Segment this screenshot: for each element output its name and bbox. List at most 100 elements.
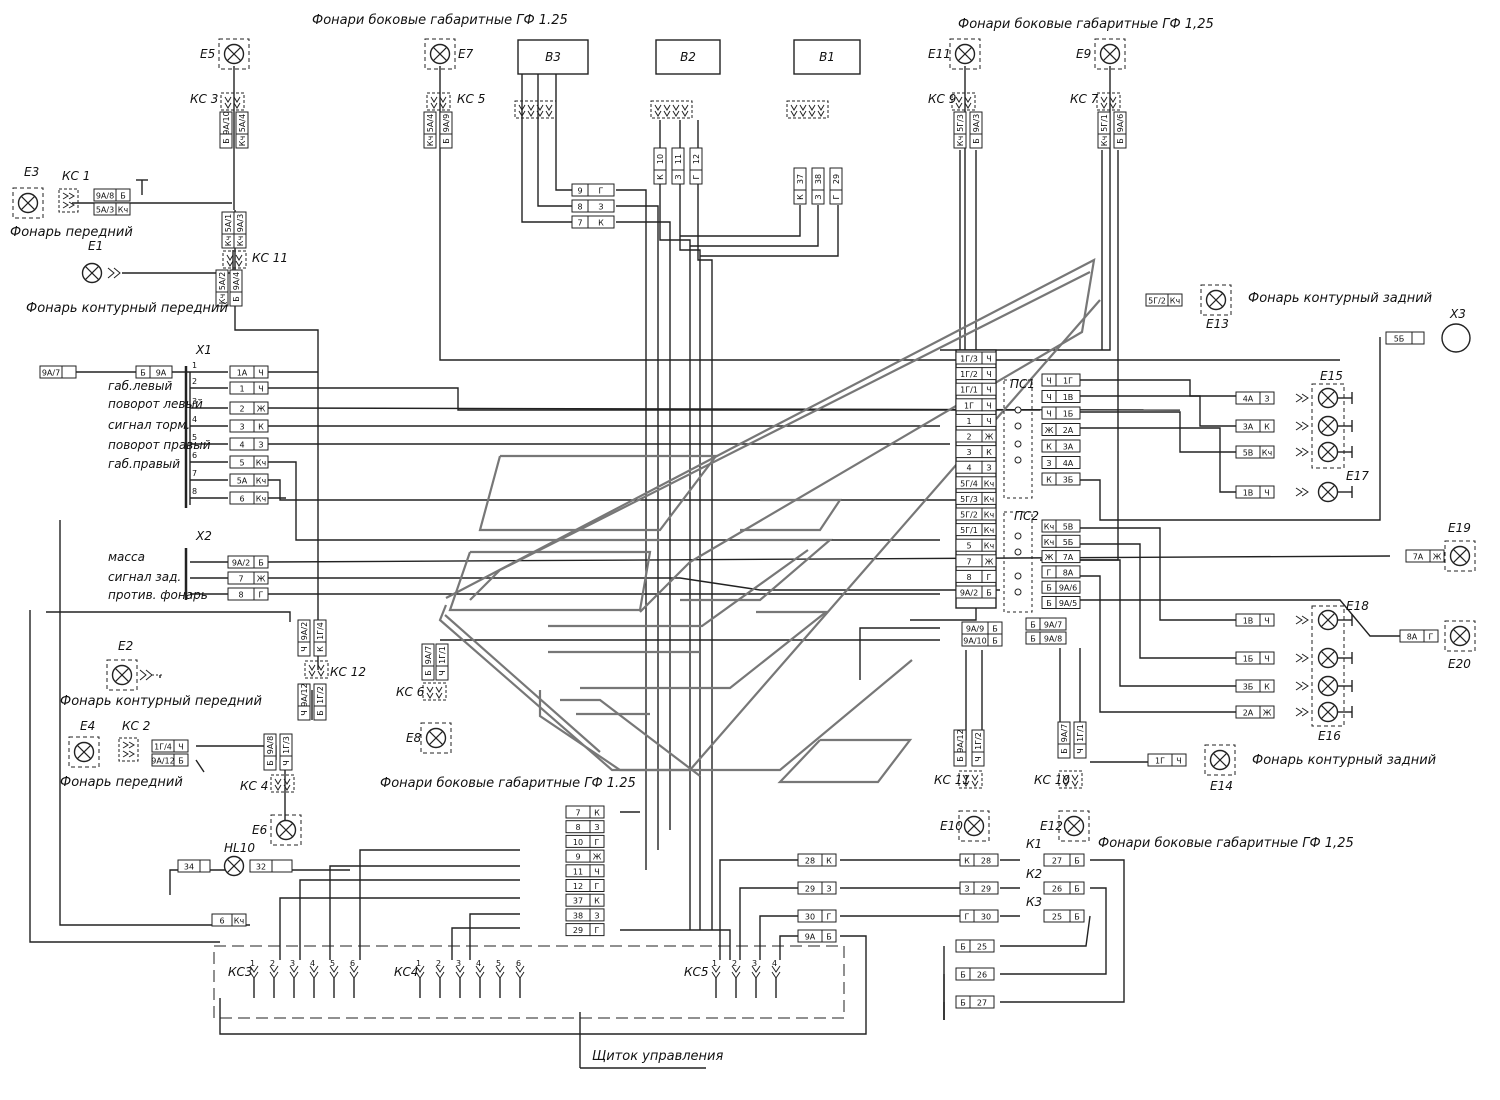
lamp-cross [1320,418,1336,434]
wire-number: 1Г/2 [974,732,983,750]
wire-tag-vertical: 5А/4Кч [423,111,437,149]
wire-color-box [969,939,995,953]
wire-color: Кч [1170,297,1180,306]
wire-tag-vertical: 9А/2Ч [297,619,311,657]
wire-color: К [1264,423,1270,432]
wire-number: 2А [1243,709,1254,718]
wire [616,221,671,830]
wire-number: 7А [1413,553,1424,562]
wire-color-box [253,401,269,415]
wire-color-box [1259,419,1275,433]
truck-outline-segment [444,614,601,753]
wire-color-box [1259,651,1275,665]
lamp-icon [1444,620,1476,652]
wire-number: Ч [1046,393,1051,402]
wire-color-box [297,641,311,657]
plug-pin [518,110,526,117]
wire [620,929,731,960]
panel-pin-number: 2 [270,959,275,968]
wire-color-box [1171,753,1187,767]
panel-pin-number: 3 [456,959,461,968]
wire-number: Б [960,999,966,1008]
wire [1000,915,1091,947]
panel-pin [289,971,299,979]
wire [268,577,1000,591]
ground-symbol [195,759,205,773]
wire-number: 6 [239,495,244,504]
wire-tag-vertical: 9А/12Б [953,729,967,767]
relay-contact [1014,572,1022,580]
plug-pin [1109,96,1117,103]
wire-color-box [115,202,131,216]
wire-number: Б [1030,635,1036,644]
wire-number: 7 [577,219,582,228]
plug-pin [283,778,291,785]
wire-color: Б [222,138,231,144]
truck-outline-segment [438,299,1101,772]
lamp-label: E15 [1320,369,1343,383]
wire-color-box [1055,550,1081,564]
lamp-cross [957,46,973,62]
wire-number: Б [1030,621,1036,630]
wire-color-box [1055,456,1081,469]
plug-pin [1295,487,1303,497]
wire-number: 26 [1052,885,1062,894]
wire-color-box [1113,133,1127,149]
relay-contact [1014,422,1022,430]
wire-color-box [229,291,243,307]
wire-color-box [589,849,605,863]
plug-pin [1301,615,1309,625]
panel-pin-number: 2 [732,959,737,968]
wire-color: 8А [1063,568,1074,577]
wire-color-box [829,189,843,205]
wire-number: 1В [1243,489,1254,498]
wire-color: 9А/6 [1059,584,1077,593]
lamp-label: E10 [940,819,963,833]
wire-number: 9А/4 [232,272,241,290]
wire-color: Кч [426,136,435,146]
wire-color: К [258,423,264,432]
wire [469,913,520,960]
plug-pin [1071,780,1079,787]
lamp-cross [1208,292,1224,308]
plug-pin [62,192,69,200]
wire-number: 9А/3 [972,114,981,132]
panel-pin [771,965,781,973]
lamp-housing [1204,744,1236,776]
wire-number: 6 [219,917,224,926]
wire-color-box [253,587,269,601]
wire-color: Ж [593,853,602,862]
wire [1000,859,1125,1003]
wire-tag-vertical: 29Г [829,167,843,205]
wire-tag-vertical: 9А/6Б [1113,111,1127,149]
plug-pin [808,104,816,111]
plug-pin [964,96,972,103]
wire-color: Б [992,637,998,646]
wire-color: Б [1060,748,1069,754]
wire-color-box [1259,445,1275,459]
wire-color-box [589,879,605,892]
wire-color-box [969,967,995,981]
panel-pin [435,971,445,979]
lamp-icon [218,38,250,70]
wire-number: 5Г/1 [1100,114,1109,132]
wire-color-box [1069,853,1085,867]
wire-number: 8 [577,203,582,212]
wire-color: Ж [985,557,994,566]
plug-pin [226,260,234,267]
wire-color-box [793,189,807,205]
wire-color: К [598,219,604,228]
wire [859,627,940,680]
plug-pin [233,102,241,109]
terminal-number: 7 [192,469,197,478]
wire [759,915,800,960]
